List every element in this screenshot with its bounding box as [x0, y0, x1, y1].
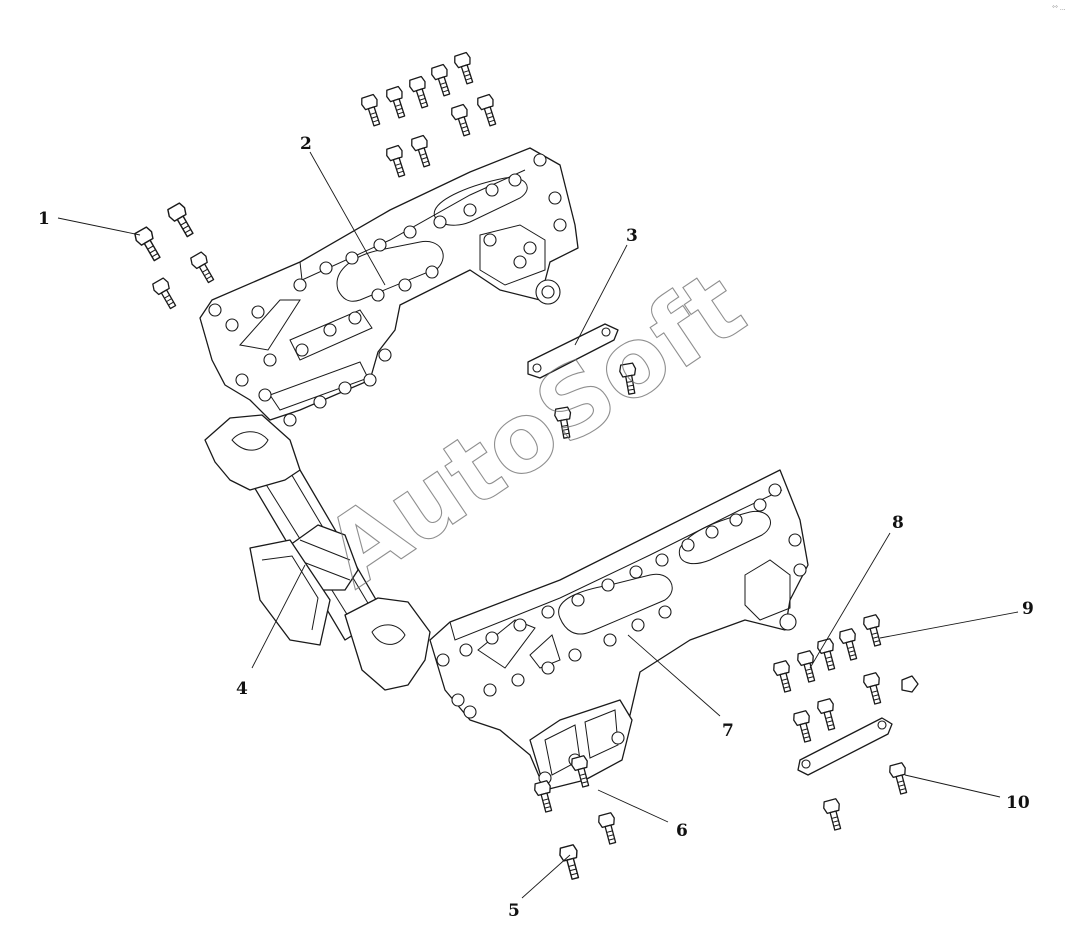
lower-frame-rail [429, 469, 809, 791]
callout-9: 9 [1022, 599, 1034, 619]
callouts: 1 2 3 4 5 6 7 8 9 10 [38, 134, 1034, 921]
callout-2: 2 [300, 134, 312, 154]
callout-4: 4 [236, 679, 248, 699]
upper-rail-holes [208, 153, 567, 427]
cross-member-tube [204, 414, 431, 691]
callout-6: 6 [676, 821, 688, 841]
upper-bolt-group [359, 51, 502, 180]
callout-1: 1 [38, 209, 50, 229]
callout-8: 8 [892, 513, 904, 533]
callout-10: 10 [1006, 793, 1030, 813]
callout-5: 5 [508, 901, 520, 921]
nut [901, 675, 919, 693]
upper-frame-rail [199, 147, 579, 427]
leader-lines [57, 151, 1019, 899]
corner-mark: °° ... [1052, 5, 1066, 12]
link-plate [527, 323, 619, 379]
bolt-8-9-group [771, 613, 919, 832]
callout-3: 3 [626, 226, 638, 246]
lower-link-plate [797, 717, 893, 776]
callout-7: 7 [722, 721, 734, 741]
bolt-1-group [132, 201, 219, 312]
